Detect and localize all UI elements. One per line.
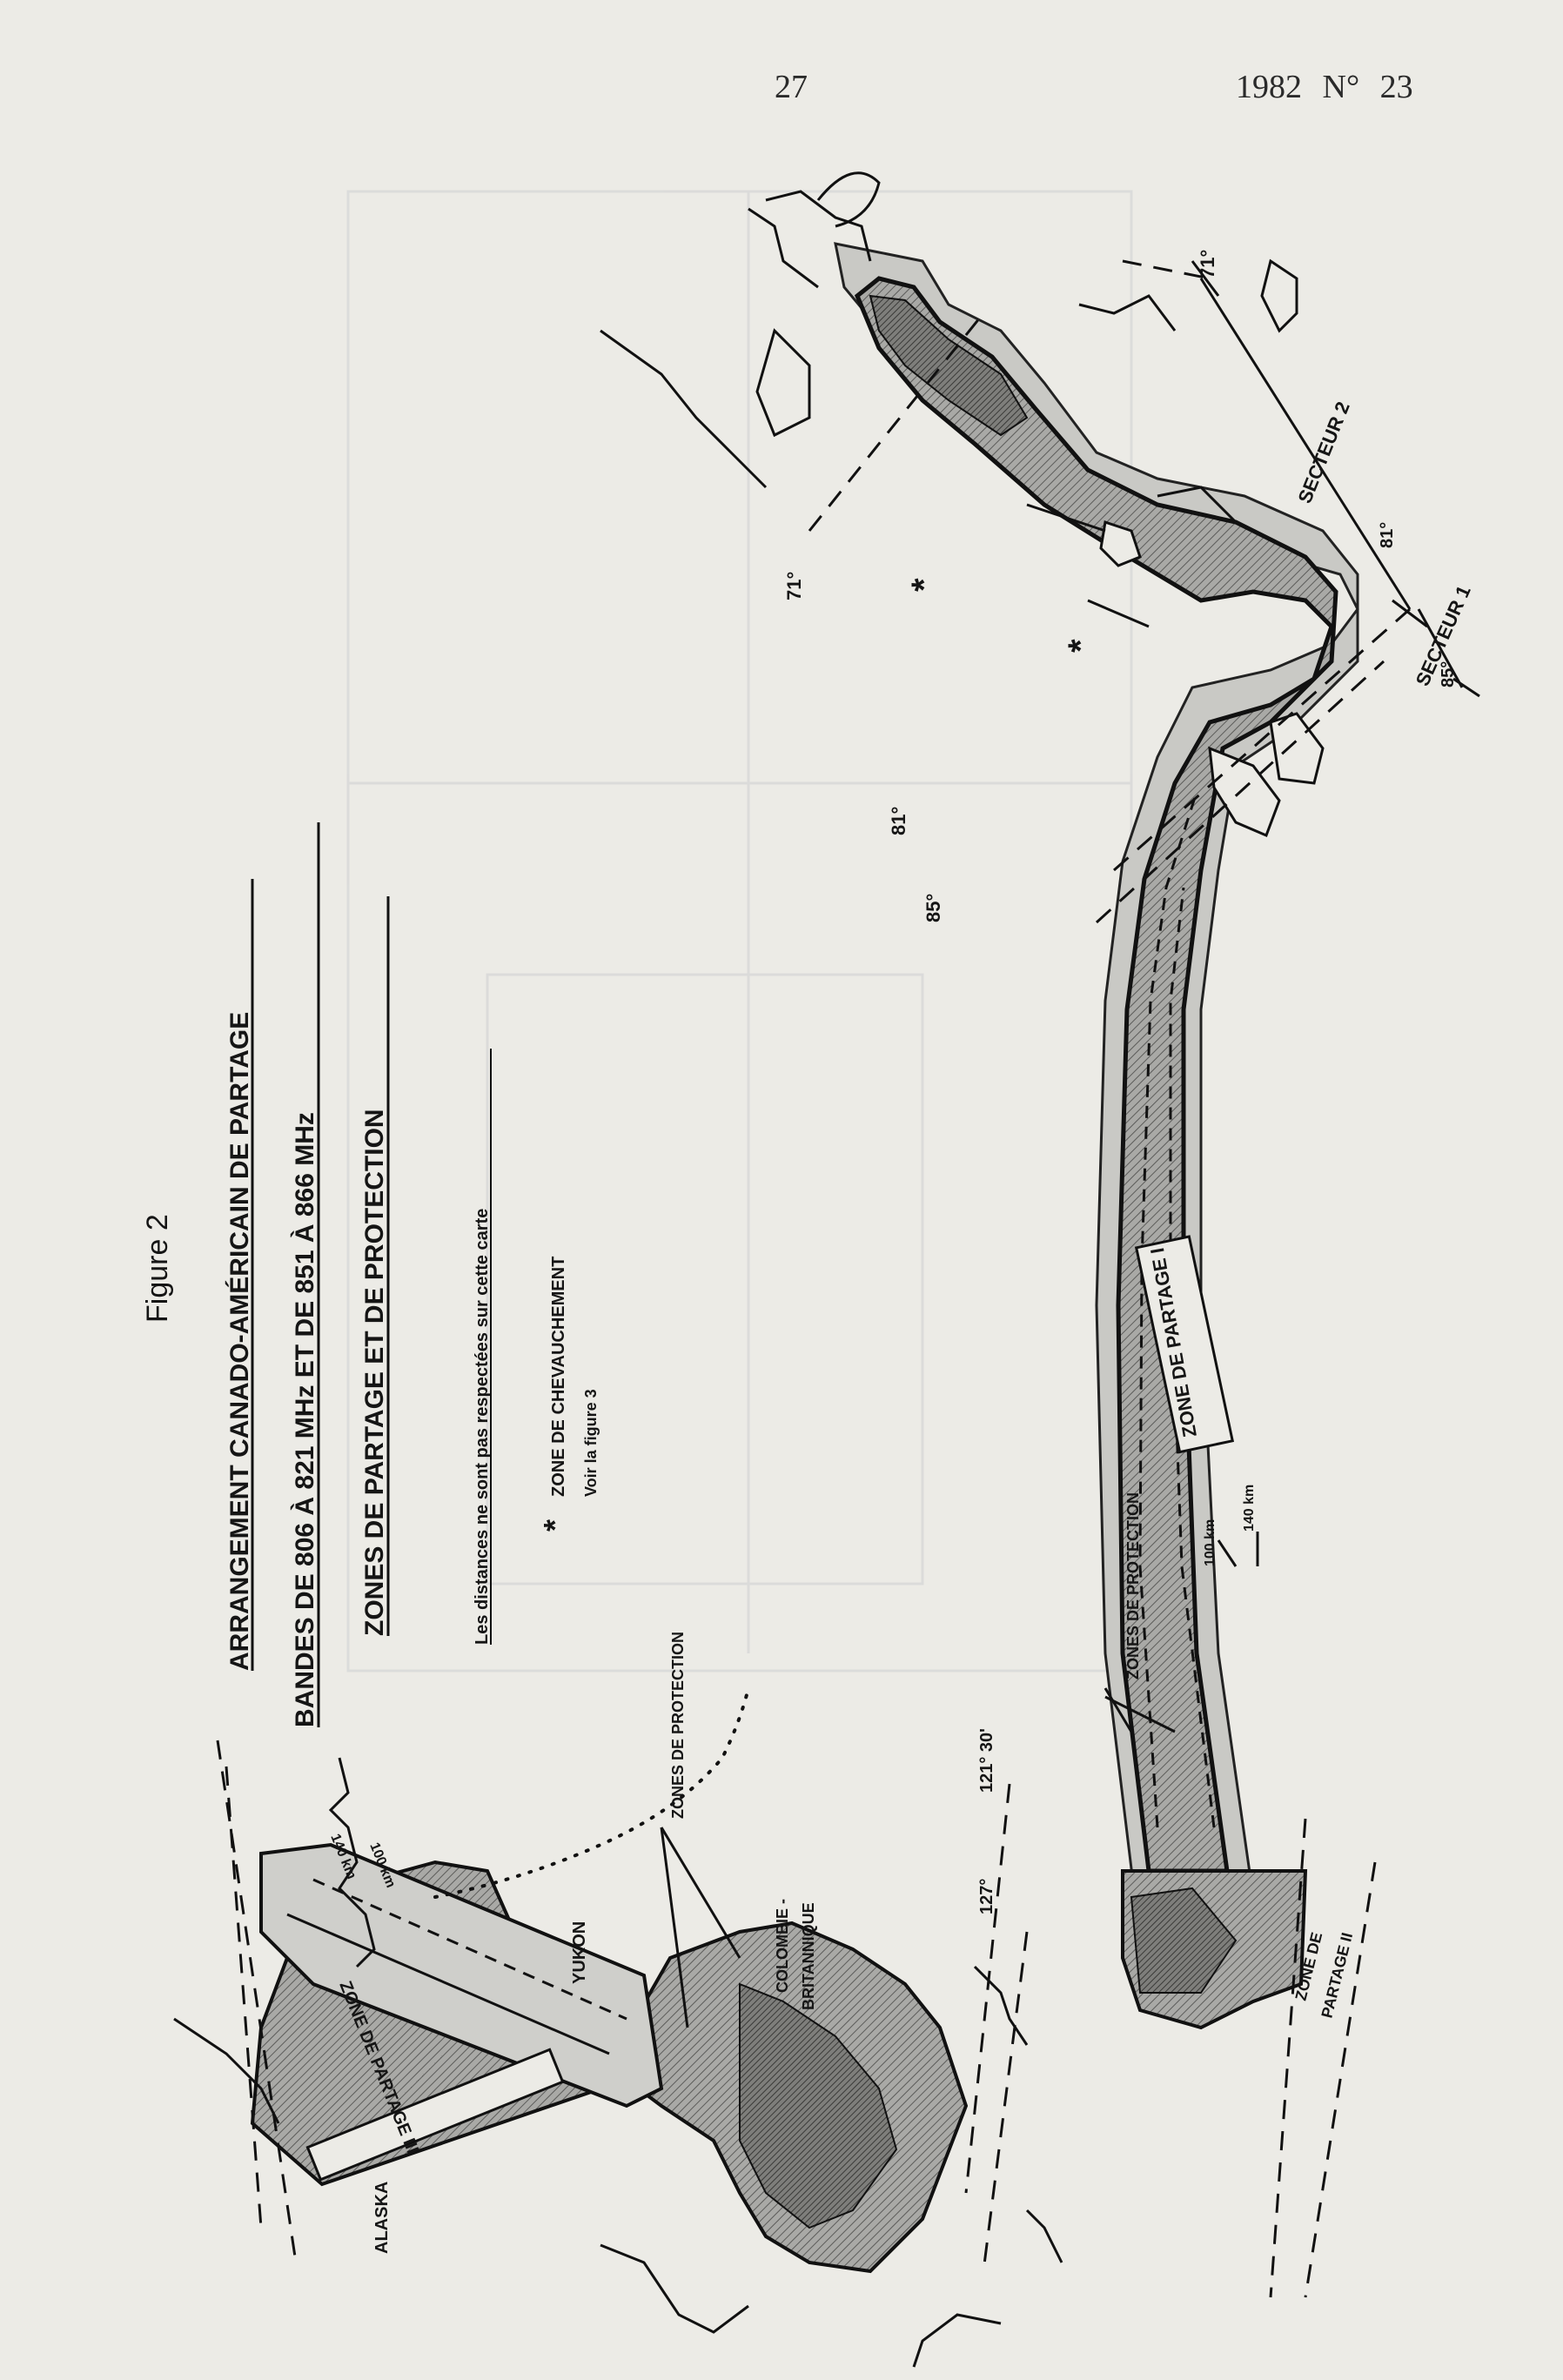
page-number: 27: [775, 69, 808, 105]
figure-label: Figure 2: [141, 1214, 174, 1323]
longitude-lines: [216, 259, 1411, 2298]
zone-partage-2-line-2: PARTAGE II: [1318, 1931, 1356, 2020]
lon-85-west: 85°: [922, 894, 944, 922]
lon-85-east: 85°: [1439, 661, 1458, 687]
title-block: Figure 2 ARRANGEMENT CANADO-AMÉRICAIN DE…: [141, 822, 600, 1727]
title-line-3: ZONES DE PARTAGE ET DE PROTECTION: [360, 1109, 389, 1636]
coastlines-east: [600, 171, 1238, 524]
zones-protection-east: ZONES DE PROTECTION: [1124, 1492, 1142, 1679]
secteur-2-label: SECTEUR 2: [1293, 399, 1353, 506]
overlap-marker-1: *: [905, 578, 943, 592]
region-colombie-2: BRITANNIQUE: [800, 1902, 817, 2010]
longitude-labels: 127° 121° 30' 85° 81° 85° 81° 71° 71°: [783, 250, 1458, 1914]
lon-127: 127°: [977, 1879, 996, 1914]
note-text: Les distances ne sont pas respectées sur…: [473, 1209, 492, 1645]
lon-71-west: 71°: [783, 572, 805, 600]
issue-number: 1982 N° 23: [1236, 69, 1413, 105]
overlap-markers: * *: [905, 578, 1100, 653]
distance-140km: 140 km: [1242, 1485, 1257, 1532]
lon-81-east: 81°: [1378, 522, 1397, 548]
legend-line-2: Voir la figure 3: [582, 1389, 600, 1497]
region-colombie-1: COLOMBIE -: [774, 1899, 791, 1993]
page-header: 27 1982 N° 23: [0, 68, 1563, 120]
yukon-border-dotted: [433, 1686, 750, 1899]
lon-121-30: 121° 30': [977, 1728, 996, 1793]
sector-dimensions: [1191, 260, 1480, 698]
lon-81-west: 81°: [888, 807, 909, 835]
zones-protection-west: ZONES DE PROTECTION: [669, 1632, 687, 1819]
leader-lines: [660, 503, 1259, 2028]
title-line-2: BANDES DE 806 À 821 MHz ET DE 851 À 866 …: [290, 1112, 319, 1727]
title-line-1: ARRANGEMENT CANADO-AMÉRICAIN DE PARTAGE: [225, 1012, 254, 1671]
region-yukon: YUKON: [570, 1921, 589, 1984]
zone-partage-1-band: [834, 242, 1359, 2030]
coastlines-west: [173, 1757, 1063, 2368]
distance-100km: 100 km: [1203, 1519, 1218, 1566]
legend-line-1: ZONE DE CHEVAUCHEMENT: [549, 1257, 568, 1497]
region-labels: ALASKA YUKON COLOMBIE - BRITANNIQUE: [372, 1899, 817, 2254]
region-alaska: ALASKA: [372, 2182, 392, 2254]
great-lakes: [755, 258, 1325, 837]
legend-symbol: *: [537, 1519, 573, 1532]
overlap-marker-2: *: [1062, 639, 1100, 653]
lon-71-east: 71°: [1197, 250, 1218, 278]
